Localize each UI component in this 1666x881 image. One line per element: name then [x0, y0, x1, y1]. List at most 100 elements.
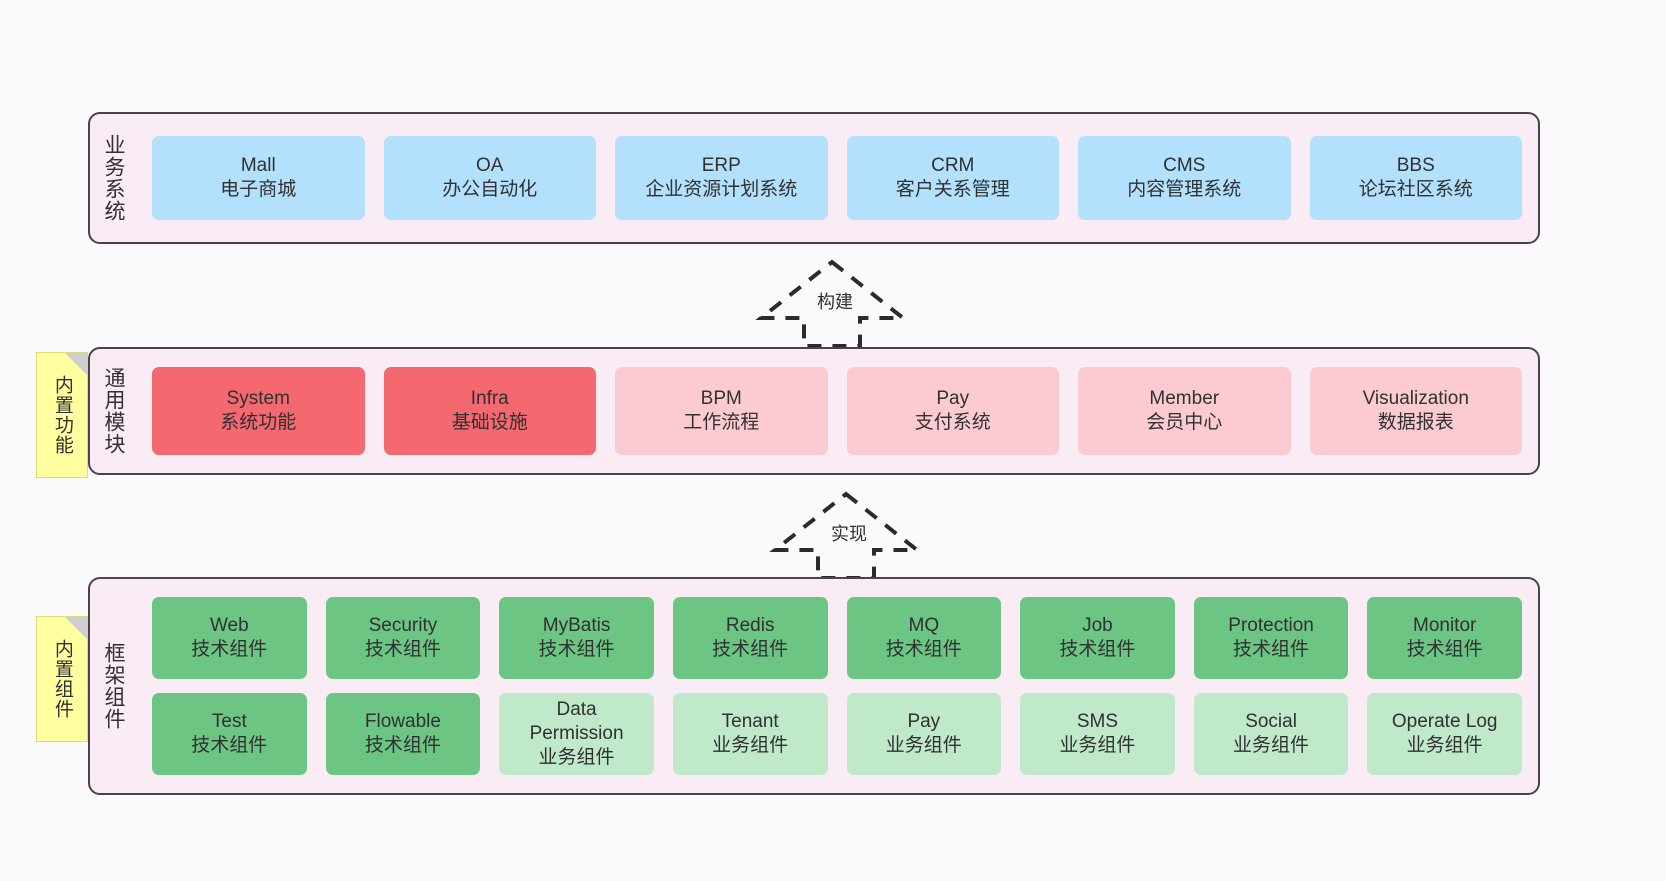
layer-business-system: 业务系统 Mall 电子商城 OA 办公自动化 ERP 企业资源计划系统 CRM… [88, 112, 1540, 244]
card-monitor[interactable]: Monitor 技术组件 [1367, 597, 1522, 679]
card-pay-component[interactable]: Pay 业务组件 [846, 693, 1002, 775]
connector-implement-arrow: 实现 [769, 490, 923, 580]
card-subtitle: 技术组件 [364, 639, 441, 660]
card-subtitle: 电子商城 [220, 179, 297, 200]
note-fold-corner-icon [65, 353, 87, 375]
card-web[interactable]: Web 技术组件 [152, 597, 307, 679]
card-title: Protection [1228, 614, 1314, 636]
card-title: Monitor [1413, 614, 1477, 636]
card-mq[interactable]: MQ 技术组件 [846, 597, 1002, 679]
card-subtitle: 业务组件 [538, 747, 615, 769]
card-subtitle: 技术组件 [538, 639, 615, 660]
card-subtitle: 工作流程 [683, 412, 760, 433]
card-subtitle: 业务组件 [1406, 735, 1483, 756]
card-sms[interactable]: SMS 业务组件 [1020, 693, 1175, 775]
card-subtitle: 系统功能 [220, 412, 297, 433]
card-title: Test [211, 710, 247, 732]
card-title: Infra [470, 387, 509, 409]
layer-common-module-title: 通用模块 [101, 367, 125, 455]
card-flowable[interactable]: Flowable 技术组件 [325, 693, 481, 775]
card-title: Mall [240, 154, 276, 176]
card-cms[interactable]: CMS 内容管理系统 [1078, 136, 1291, 220]
card-subtitle: 办公自动化 [442, 179, 538, 200]
card-title: Pay [936, 387, 970, 409]
card-subtitle: 技术组件 [191, 735, 268, 756]
layer-business-system-title: 业务系统 [101, 134, 125, 222]
card-subtitle: 业务组件 [712, 735, 789, 756]
card-title: Social [1245, 710, 1297, 732]
card-subtitle: 技术组件 [1233, 639, 1310, 660]
card-subtitle: 技术组件 [1406, 639, 1483, 660]
card-member[interactable]: Member 会员中心 [1078, 367, 1291, 455]
note-fold-corner-icon [65, 617, 87, 639]
card-bbs[interactable]: BBS 论坛社区系统 [1309, 136, 1522, 220]
card-title: SMS [1076, 710, 1119, 732]
layer-framework-component-title: 框架组件 [101, 642, 125, 730]
card-title: Data Permission [529, 698, 624, 744]
card-visualization[interactable]: Visualization 数据报表 [1309, 367, 1522, 455]
card-title: Flowable [364, 710, 441, 732]
card-redis[interactable]: Redis 技术组件 [672, 597, 828, 679]
card-subtitle: 客户关系管理 [895, 179, 1010, 200]
note-builtin-components: 内置组件 [36, 616, 88, 742]
card-title: Web [209, 614, 249, 636]
card-mall[interactable]: Mall 电子商城 [152, 136, 365, 220]
card-title: Job [1082, 614, 1113, 636]
card-subtitle: 业务组件 [885, 735, 962, 756]
layer-business-system-body: Mall 电子商城 OA 办公自动化 ERP 企业资源计划系统 CRM 客户关系… [136, 114, 1538, 242]
card-oa[interactable]: OA 办公自动化 [383, 136, 596, 220]
business-system-row: Mall 电子商城 OA 办公自动化 ERP 企业资源计划系统 CRM 客户关系… [152, 136, 1522, 220]
card-subtitle: 业务组件 [1233, 735, 1310, 756]
card-title: CMS [1163, 154, 1206, 176]
card-subtitle: 技术组件 [885, 639, 962, 660]
card-bpm[interactable]: BPM 工作流程 [615, 367, 828, 455]
card-pay[interactable]: Pay 支付系统 [846, 367, 1059, 455]
framework-row-technical: Web 技术组件 Security 技术组件 MyBatis 技术组件 Redi… [152, 597, 1522, 679]
card-title: MyBatis [542, 614, 611, 636]
card-erp[interactable]: ERP 企业资源计划系统 [615, 136, 828, 220]
card-protection[interactable]: Protection 技术组件 [1193, 597, 1349, 679]
card-job[interactable]: Job 技术组件 [1020, 597, 1175, 679]
card-title: Security [368, 614, 438, 636]
card-tenant[interactable]: Tenant 业务组件 [672, 693, 828, 775]
card-mybatis[interactable]: MyBatis 技术组件 [499, 597, 654, 679]
layer-framework-component: 框架组件 Web 技术组件 Security 技术组件 MyBatis 技术组件… [88, 577, 1540, 795]
card-title: MQ [908, 614, 940, 636]
card-title: BBS [1396, 154, 1435, 176]
card-title: CRM [931, 154, 975, 176]
card-title: System [226, 387, 290, 409]
card-crm[interactable]: CRM 客户关系管理 [846, 136, 1059, 220]
card-title: Redis [725, 614, 775, 636]
layer-framework-component-body: Web 技术组件 Security 技术组件 MyBatis 技术组件 Redi… [136, 579, 1538, 793]
card-data-permission[interactable]: Data Permission 业务组件 [499, 693, 654, 775]
card-subtitle: 技术组件 [1059, 639, 1136, 660]
card-title: Tenant [721, 710, 779, 732]
card-subtitle: 论坛社区系统 [1358, 179, 1473, 200]
layer-common-module-body: System 系统功能 Infra 基础设施 BPM 工作流程 Pay 支付系统… [136, 349, 1538, 473]
note-builtin-features: 内置功能 [36, 352, 88, 478]
card-operate-log[interactable]: Operate Log 业务组件 [1367, 693, 1522, 775]
connector-build-arrow: 构建 [755, 258, 909, 348]
card-system[interactable]: System 系统功能 [152, 367, 365, 455]
card-infra[interactable]: Infra 基础设施 [383, 367, 596, 455]
card-title: Member [1149, 387, 1220, 409]
note-label: 内置功能 [51, 375, 73, 455]
card-title: OA [476, 154, 504, 176]
card-security[interactable]: Security 技术组件 [325, 597, 481, 679]
connector-build-label: 构建 [817, 292, 853, 312]
card-test[interactable]: Test 技术组件 [152, 693, 307, 775]
common-module-row: System 系统功能 Infra 基础设施 BPM 工作流程 Pay 支付系统… [152, 367, 1522, 455]
framework-row-business: Test 技术组件 Flowable 技术组件 Data Permission … [152, 693, 1522, 775]
card-social[interactable]: Social 业务组件 [1193, 693, 1349, 775]
card-title: Operate Log [1391, 710, 1498, 732]
card-subtitle: 内容管理系统 [1127, 179, 1242, 200]
card-title: Pay [907, 710, 941, 732]
card-subtitle: 技术组件 [191, 639, 268, 660]
card-subtitle: 数据报表 [1377, 412, 1454, 433]
card-subtitle: 技术组件 [712, 639, 789, 660]
note-label: 内置组件 [51, 639, 73, 719]
layer-common-module: 通用模块 System 系统功能 Infra 基础设施 BPM 工作流程 Pay… [88, 347, 1540, 475]
card-title: Visualization [1362, 387, 1469, 409]
card-subtitle: 基础设施 [451, 412, 528, 433]
